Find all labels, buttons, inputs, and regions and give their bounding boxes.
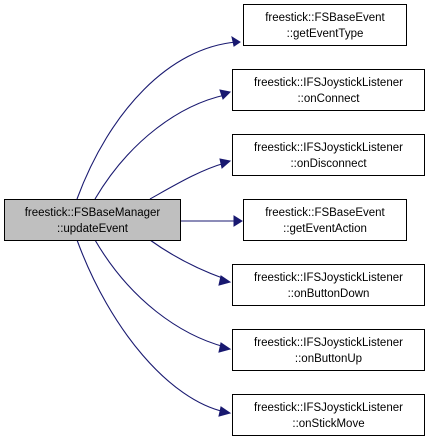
node-on-disconnect-line2: ::onDisconnect [290,158,367,170]
node-on-button-down-line1: freestick::IFSJoystickListener [254,272,403,284]
node-root-line1: freestick::FSBaseManager [25,207,161,219]
node-on-disconnect-line1: freestick::IFSJoystickListener [254,142,403,154]
node-get-event-action-line1: freestick::FSBaseEvent [265,207,385,219]
node-get-event-type[interactable]: freestick::FSBaseEvent ::getEventType [243,4,407,46]
node-on-button-down[interactable]: freestick::IFSJoystickListener ::onButto… [232,264,425,306]
edge-to-on-stick-move [76,239,232,417]
node-on-stick-move-line1: freestick::IFSJoystickListener [254,402,403,414]
edge-to-get-event-type [76,35,241,200]
node-on-stick-move[interactable]: freestick::IFSJoystickListener ::onStick… [232,394,425,436]
node-on-stick-move-line2: ::onStickMove [292,418,364,430]
node-on-button-up-line1: freestick::IFSJoystickListener [254,337,403,349]
node-on-connect-line1: freestick::IFSJoystickListener [254,77,403,89]
edge-to-on-connect [94,89,232,200]
node-on-button-up-line2: ::onButtonUp [295,353,362,365]
node-on-button-down-line2: ::onButtonDown [288,288,370,300]
node-on-connect-line2: ::onConnect [297,93,360,105]
edge-to-on-disconnect [149,158,232,200]
node-root-update-event[interactable]: freestick::FSBaseManager ::updateEvent [4,199,181,241]
node-on-disconnect[interactable]: freestick::IFSJoystickListener ::onDisco… [232,134,425,176]
node-on-button-up[interactable]: freestick::IFSJoystickListener ::onButto… [232,329,425,371]
node-root-line2: ::updateEvent [57,223,129,235]
edge-to-get-event-action [180,215,243,227]
edge-to-on-button-up [94,239,232,353]
edge-to-on-button-down [149,239,232,286]
node-get-event-action[interactable]: freestick::FSBaseEvent ::getEventAction [243,199,407,241]
node-get-event-action-line2: ::getEventAction [283,223,367,235]
edges [76,35,243,417]
node-get-event-type-line2: ::getEventType [287,28,364,40]
node-on-connect[interactable]: freestick::IFSJoystickListener ::onConne… [232,69,425,111]
node-get-event-type-line1: freestick::FSBaseEvent [265,12,385,24]
